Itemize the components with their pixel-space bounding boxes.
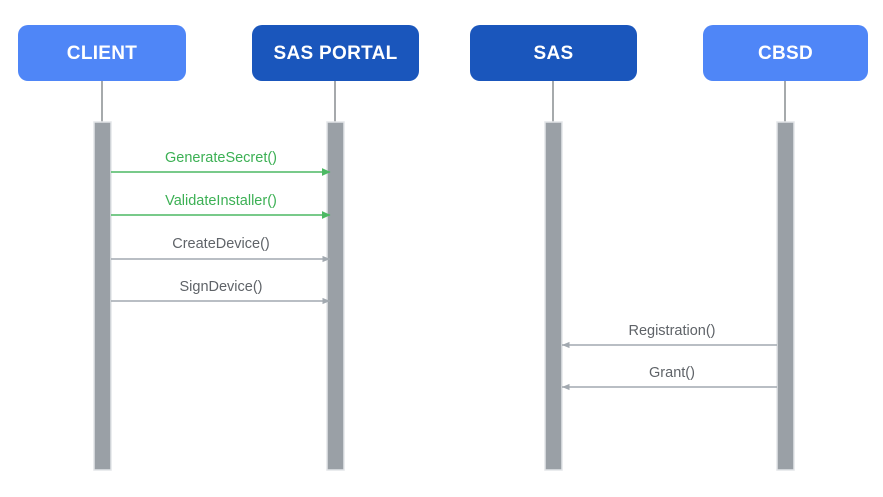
participant-box-sas-portal[interactable] [252, 25, 419, 81]
activation-bar-sas [544, 121, 563, 471]
participant-label-sas-portal: SAS PORTAL [273, 43, 397, 64]
participant-boxes-layer: CLIENT SAS PORTAL SAS CBSD [18, 25, 868, 81]
participant-sas[interactable]: SAS [470, 25, 637, 81]
message-create-device[interactable]: CreateDevice() [111, 236, 330, 263]
message-label-create-device: CreateDevice() [172, 236, 270, 252]
participant-box-client[interactable] [18, 25, 186, 81]
participant-sas-portal[interactable]: SAS PORTAL [252, 25, 419, 81]
message-label-sign-device: SignDevice() [180, 279, 263, 295]
messages-layer: GenerateSecret() ValidateInstaller() Creat… [111, 150, 777, 391]
activation-bar-client [93, 121, 112, 471]
message-label-generate-secret: GenerateSecret() [165, 150, 277, 166]
message-label-validate-installer: ValidateInstaller() [165, 193, 277, 209]
message-label-registration: Registration() [628, 323, 715, 339]
activation-bar-sas-portal [326, 121, 345, 471]
participant-cbsd[interactable]: CBSD [703, 25, 868, 81]
activation-bars-layer [93, 121, 795, 471]
message-label-grant: Grant() [649, 365, 695, 381]
activation-bar-cbsd [776, 121, 795, 471]
message-generate-secret[interactable]: GenerateSecret() [111, 150, 331, 176]
participant-label-sas: SAS [534, 43, 574, 64]
participant-label-client: CLIENT [67, 43, 137, 64]
lifelines-layer [101, 81, 786, 126]
message-sign-device[interactable]: SignDevice() [111, 279, 330, 305]
participant-label-cbsd: CBSD [758, 43, 813, 64]
participant-box-sas[interactable] [470, 25, 637, 81]
message-grant[interactable]: Grant() [562, 365, 777, 391]
message-validate-installer[interactable]: ValidateInstaller() [111, 193, 331, 219]
participant-client[interactable]: CLIENT [18, 25, 186, 81]
message-registration[interactable]: Registration() [562, 323, 777, 349]
participant-box-cbsd[interactable] [703, 25, 868, 81]
